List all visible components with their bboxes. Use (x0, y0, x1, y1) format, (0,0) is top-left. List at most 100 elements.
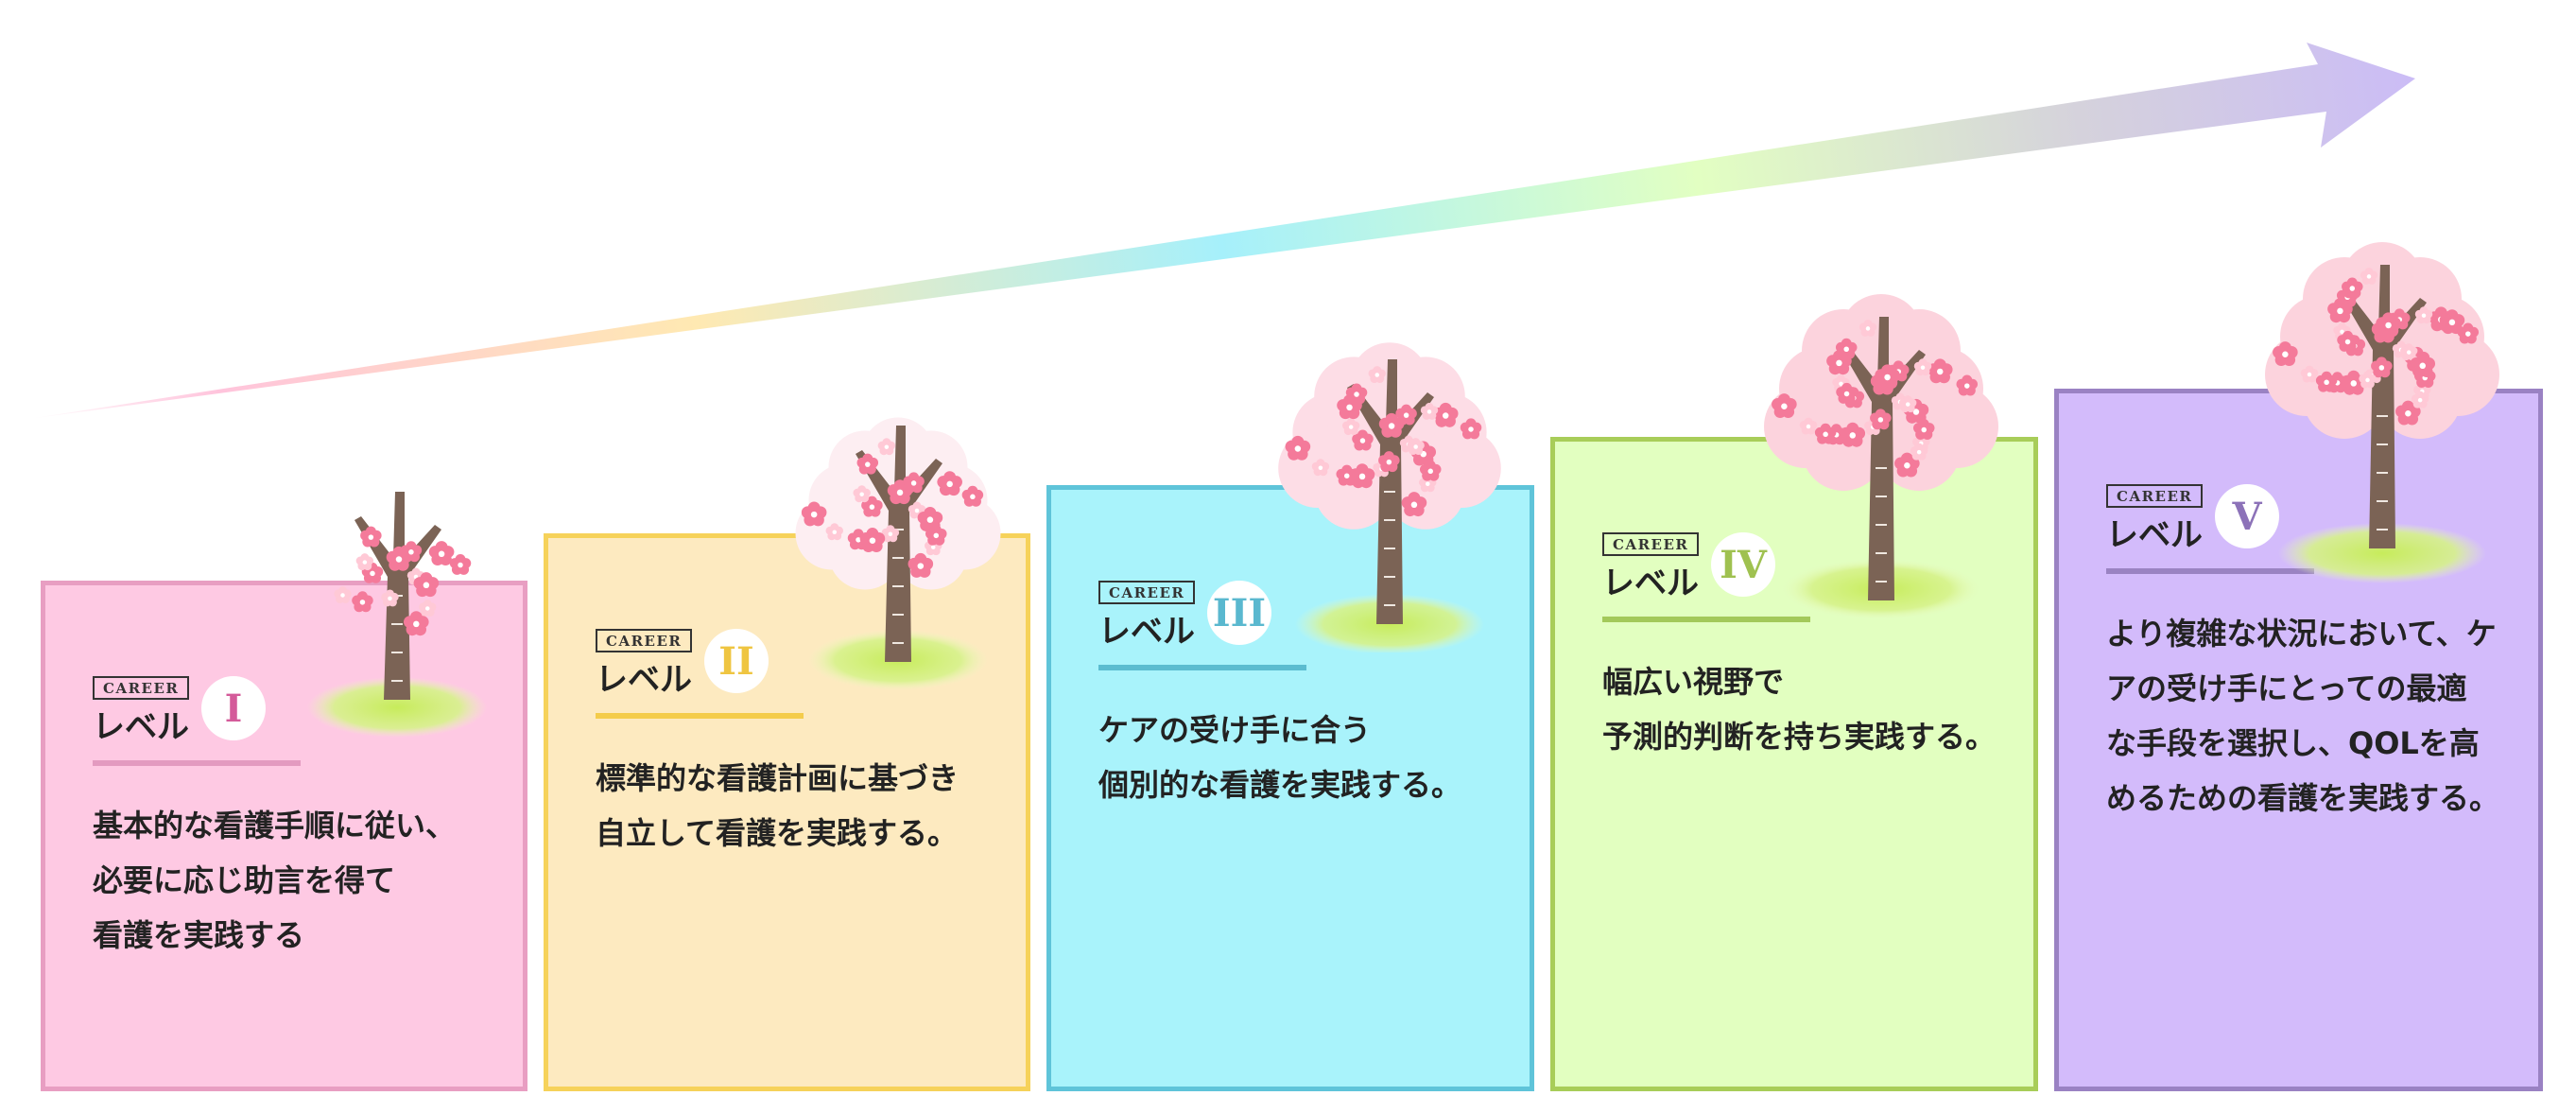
blossom (1460, 418, 1482, 440)
blossom (2457, 322, 2480, 344)
level-description: ケアの受け手に合う 個別的な看護を実践する。 (1098, 712, 1462, 803)
blossom (861, 496, 883, 517)
trunk (1839, 317, 1926, 600)
cherry-tree-icon-2 (795, 417, 1001, 690)
blossom (1419, 460, 1442, 481)
blossom (2410, 353, 2436, 378)
blossom (2414, 306, 2433, 324)
blossom (1349, 463, 1375, 489)
blossom (2315, 371, 2338, 392)
blossom (859, 528, 886, 552)
career-tag: CAREER (1098, 581, 1196, 604)
level-card-1: CAREER レベル I 基本的な看護手順に従い、 必要に応じ助言を得て 看護を… (41, 581, 527, 1091)
blossom (1420, 402, 1439, 420)
blossom (360, 526, 382, 548)
blossom (2273, 341, 2298, 367)
blossom (1368, 366, 1386, 384)
level-card-3: CAREER レベル III ケアの受け手に合う 個別的な看護を実践する。 (1046, 485, 1534, 1091)
level-underline (1602, 617, 1810, 622)
blossom (801, 501, 827, 527)
level-numeral: II (704, 629, 769, 693)
blossom (428, 541, 455, 566)
blossom (2439, 309, 2465, 335)
level-card-4: CAREER レベル IV 幅広い視野で 予測的判断を持ち実践する。 (1550, 437, 2038, 1091)
cherry-tree-icon-3 (1278, 342, 1501, 652)
level-underline (93, 760, 301, 766)
level-label: レベル (2106, 516, 2203, 554)
blossom (1910, 443, 1928, 461)
level-description: 標準的な看護計画に基づき 自立して看護を実践する。 (596, 760, 960, 851)
level-label: レベル (596, 661, 692, 699)
level-numeral: IV (1711, 532, 1775, 597)
blossom (1337, 394, 1362, 420)
level-numeral: V (2215, 484, 2279, 548)
blossom (1407, 438, 1425, 456)
blossom (825, 523, 843, 541)
blossom (1401, 492, 1427, 517)
blossom (1352, 429, 1374, 451)
level-underline (596, 713, 804, 719)
blossom (856, 453, 879, 475)
cherry-tree-icon-1 (307, 492, 487, 738)
level-numeral: III (1207, 581, 1271, 645)
blossom (334, 585, 352, 603)
level-description: より複雑な状況において、ケ アの受け手にとっての最適 な手段を選択し、QOLを高… (2106, 616, 2500, 816)
blossom (419, 599, 437, 617)
blossom (937, 471, 962, 496)
level-underline (2106, 568, 2314, 574)
blossom (908, 552, 934, 578)
blossom (1772, 393, 1797, 419)
blossom (1311, 459, 1330, 477)
career-tag: CAREER (1602, 532, 1700, 556)
blossom (887, 479, 913, 505)
cherry-tree-icon-4 (1764, 294, 1998, 619)
blossom (2411, 391, 2429, 409)
blossom (413, 572, 440, 598)
grass-patch (307, 677, 487, 738)
blossom (352, 591, 373, 613)
blossom (1956, 374, 1979, 396)
blossom (2395, 400, 2421, 426)
level-description: 幅広い視野で 予測的判断を持ち実践する。 (1602, 664, 1997, 755)
blossom (355, 553, 374, 571)
blossom (1341, 418, 1360, 436)
career-tag: CAREER (596, 629, 693, 652)
blossom (881, 525, 900, 543)
level-numeral: I (201, 676, 266, 740)
blossom (2371, 357, 2393, 378)
level-card-5: CAREER レベル V より複雑な状況において、ケ アの受け手にとっての最適 … (2054, 389, 2543, 1091)
blossom (1814, 423, 1837, 444)
level-description: 基本的な看護手順に従い、 必要に応じ助言を得て 看護を実践する (93, 808, 457, 953)
trunk (2340, 265, 2427, 548)
level-card-2: CAREER レベル II 標準的な看護計画に基づき 自立して看護を実践する。 (544, 533, 1030, 1091)
level-label: レベル (1098, 613, 1195, 651)
blossom (1859, 319, 1877, 337)
blossom (1899, 395, 1917, 413)
blossom (381, 589, 399, 607)
level-label: レベル (93, 708, 189, 746)
blossom (2360, 267, 2378, 285)
blossom (1870, 409, 1892, 430)
blossom (853, 485, 871, 503)
blossom (877, 438, 896, 456)
blossom (1894, 452, 1920, 478)
blossom (2327, 298, 2353, 323)
blossom (403, 611, 429, 636)
blossom (2400, 343, 2418, 361)
blossom (1912, 419, 1935, 440)
level-underline (1098, 665, 1306, 670)
blossom (400, 541, 423, 563)
blossom (2376, 312, 2401, 338)
blossom (2342, 277, 2363, 299)
blossom (1826, 350, 1852, 375)
blossom (961, 485, 984, 507)
blossom (1395, 404, 1417, 426)
blossom (2359, 371, 2377, 389)
blossom (1285, 435, 1311, 461)
blossom (1836, 382, 1858, 404)
grass-patch (2278, 523, 2486, 583)
blossom (2300, 365, 2319, 383)
cherry-tree-icon-5 (2265, 242, 2499, 583)
blossom (925, 524, 947, 546)
career-tag: CAREER (2106, 484, 2204, 508)
